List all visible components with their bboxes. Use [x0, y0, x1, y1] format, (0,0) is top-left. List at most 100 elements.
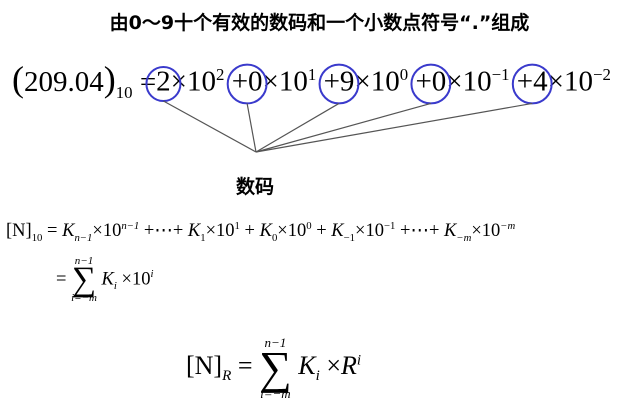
times-sign: ×: [326, 350, 341, 380]
ten: 10: [278, 66, 308, 98]
term-digit: 9: [339, 66, 355, 98]
ten: 10: [187, 66, 217, 98]
expansion-term-2: +9×100: [324, 65, 409, 99]
k-coefficient: K: [101, 269, 114, 290]
k-subscript: −1: [343, 231, 356, 244]
ten: 10: [216, 221, 235, 242]
general-expansion-equation: [N]10 = Kn−1×10n−1 +⋯+ K1×101 + K0×100 +…: [6, 220, 515, 244]
expansion-term-0: 2×102: [156, 65, 224, 99]
term-digit: 4: [533, 66, 548, 98]
ten: 10: [365, 221, 384, 242]
pointer-line: [163, 100, 257, 153]
open-paren: (: [12, 59, 24, 99]
exponent: i: [356, 352, 362, 369]
times-sign: ×: [277, 221, 288, 242]
digit-circle: [511, 63, 553, 105]
pointer-line: [255, 102, 340, 153]
close-paren: ): [103, 59, 116, 99]
k-coefficient: K: [187, 221, 201, 242]
exponent: i: [150, 268, 154, 281]
equals-sign: =: [47, 221, 58, 242]
equals-sign: =: [237, 350, 253, 380]
ten: 10: [102, 221, 122, 242]
plus-sign: +: [231, 66, 249, 98]
exponent: 1: [307, 65, 317, 85]
summation: n−1 ∑ i=−m: [259, 336, 292, 400]
decimal-expansion-equation: (209.04)10 =2×102 +0×101 +9×100 +0×10−1 …: [12, 58, 611, 103]
k-subscript: −m: [456, 231, 472, 244]
ellipsis: ⋯: [410, 221, 429, 242]
exponent: 1: [234, 220, 240, 232]
plus-sign: +: [143, 221, 155, 242]
bracket-n: [N]: [6, 221, 32, 242]
radix-sub: R: [222, 368, 232, 385]
exponent: −2: [593, 65, 611, 85]
times-sign: ×: [92, 221, 103, 242]
ten: 10: [481, 221, 501, 242]
bracket-n: [N]: [186, 350, 223, 380]
summation-decimal-equation: = n−1 ∑ i=−m Ki ×10i: [56, 256, 153, 304]
sigma-symbol: ∑: [71, 261, 97, 298]
exponent: 0: [399, 65, 409, 85]
plus-sign: +: [244, 221, 255, 242]
equals-sign: =: [56, 269, 67, 290]
plus-sign: +: [316, 221, 327, 242]
k-coefficient: K: [259, 221, 272, 242]
slide-heading: 由0～9十个有效的数码和一个小数点符号“.”组成: [109, 12, 530, 34]
radix-r: R: [341, 350, 357, 380]
pointer-line: [255, 102, 533, 153]
pointer-lines: [163, 100, 533, 153]
sum-lower-limit: i=−m: [71, 292, 97, 304]
times-sign: ×: [205, 221, 217, 242]
decimal-number: 209.04: [24, 66, 104, 98]
ten: 10: [462, 66, 492, 98]
digit-circles: [145, 63, 553, 105]
exponent: 2: [216, 65, 225, 85]
pointer-line: [246, 103, 257, 153]
plus-sign: +: [172, 221, 184, 242]
times-sign: ×: [121, 269, 132, 290]
plus-sign: +: [428, 221, 440, 242]
plus-sign: +: [415, 66, 432, 98]
digit-circle: [410, 63, 452, 105]
k-coefficient: K: [62, 221, 75, 242]
exponent: n−1: [121, 220, 140, 232]
exponent: 0: [306, 220, 312, 232]
exponent: −m: [500, 220, 516, 232]
sum-upper-limit: n−1: [74, 255, 94, 267]
ten: 10: [564, 66, 594, 98]
ten: 10: [131, 269, 151, 290]
k-coefficient: K: [331, 221, 344, 242]
k-coefficient: K: [444, 221, 457, 242]
exponent: −1: [491, 65, 510, 85]
times-sign: ×: [355, 221, 366, 242]
plus-sign: +: [400, 221, 411, 242]
digit-circle: [226, 63, 268, 105]
base-ten-sub: 10: [31, 231, 43, 244]
expansion-term-1: +0×101: [232, 65, 317, 99]
sigma-symbol: ∑: [258, 342, 292, 393]
k-subscript: 0: [271, 231, 278, 244]
number-base: 10: [115, 82, 133, 102]
digit-circle: [145, 66, 182, 102]
times-sign: ×: [170, 66, 188, 98]
ellipsis: ⋯: [154, 221, 173, 242]
digit-circle: [318, 63, 360, 105]
digit-label: 数码: [236, 176, 275, 198]
pointer-line: [255, 102, 432, 153]
k-subscript: i: [113, 279, 117, 292]
k-subscript: i: [315, 368, 320, 385]
k-subscript: 1: [200, 231, 206, 244]
term-digit: 0: [431, 66, 447, 98]
times-sign: ×: [471, 221, 482, 242]
expansion-term-4: +4×10−2: [517, 65, 611, 99]
sum-lower-limit: i=−m: [260, 386, 291, 401]
sum-upper-limit: n−1: [264, 335, 287, 350]
summation: n−1 ∑ i=−m: [71, 256, 97, 304]
plus-sign: +: [516, 66, 534, 98]
term-digit: 0: [248, 66, 263, 98]
k-coefficient: K: [298, 350, 316, 380]
exponent: −1: [383, 220, 396, 232]
